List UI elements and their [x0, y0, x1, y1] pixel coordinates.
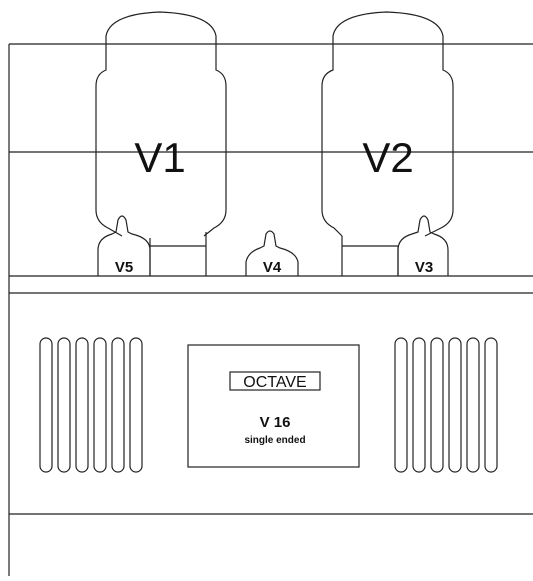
brand-box: [229, 371, 321, 391]
brand-badge: [187, 344, 360, 468]
tube-v4: [245, 230, 299, 276]
tube-label-v3: V3: [415, 259, 433, 276]
left-vent: [39, 337, 143, 473]
model-subtitle: single ended: [244, 435, 305, 446]
chassis-top: [8, 43, 533, 576]
tube-label-v2: V2: [362, 134, 413, 181]
model-name: V 16: [260, 414, 291, 431]
tube-v5: [97, 215, 151, 276]
right-vent: [394, 337, 498, 473]
tube-label-v5: V5: [115, 259, 133, 276]
tube-v3: [397, 215, 449, 276]
brand-name: OCTAVE: [243, 374, 306, 391]
tube-label-v1: V1: [134, 134, 185, 181]
tube-label-v4: V4: [263, 259, 282, 276]
